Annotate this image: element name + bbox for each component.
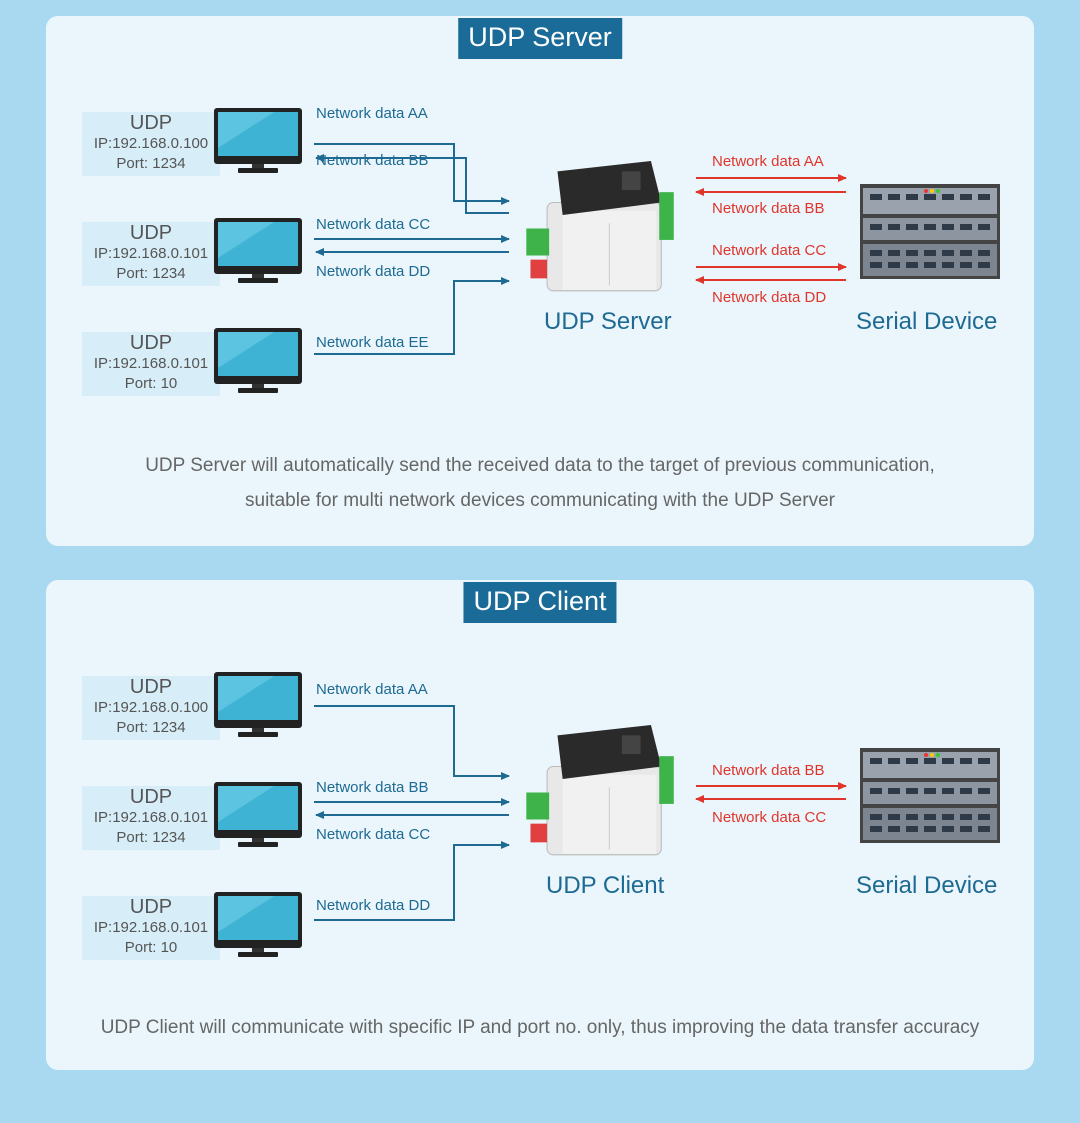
pc-address-label: UDP IP:192.168.0.100 Port: 1234 [82, 112, 220, 176]
pc-ip: IP:192.168.0.101 [93, 809, 209, 826]
description-line: suitable for multi network devices commu… [245, 490, 835, 511]
serial-data-label: Network data BB [712, 762, 825, 779]
network-data-label: Network data DD [316, 263, 431, 280]
server-rack-icon [860, 748, 1000, 843]
pc-port: Port: 1234 [116, 265, 186, 282]
description: UDP Server will automatically send the r… [46, 448, 1034, 518]
converter-device-icon [504, 725, 694, 860]
connection-arrows [314, 143, 847, 355]
network-data-label: Network data AA [316, 681, 428, 698]
serial-data-label: Network data AA [712, 153, 824, 170]
pc-protocol: UDP [129, 222, 173, 244]
monitor-icon [214, 782, 302, 848]
panel-title: UDP Client [463, 582, 617, 623]
server-rack-icon [860, 184, 1000, 279]
device-caption: UDP Server [544, 308, 672, 335]
serial-device-caption: Serial Device [856, 872, 998, 899]
serial-data-label: Network data BB [712, 200, 825, 217]
monitor-icon [214, 218, 302, 284]
pc-port: Port: 1234 [116, 829, 186, 846]
serial-data-label: Network data CC [712, 242, 827, 259]
pc-protocol: UDP [129, 786, 173, 808]
pc-port: Port: 10 [124, 939, 178, 956]
pc-ip: IP:192.168.0.100 [93, 135, 209, 152]
pc-address-label: UDP IP:192.168.0.101 Port: 1234 [82, 222, 220, 286]
monitor-icon [214, 672, 302, 738]
description: UDP Client will communicate with specifi… [46, 1010, 1034, 1045]
pc-node: UDP IP:192.168.0.101 Port: 1234 [82, 782, 327, 857]
network-data-label: Network data BB [316, 152, 429, 169]
udp-server-panel: UDP Server UDP IP:192.168.0.100 Port: 12… [46, 16, 1034, 546]
monitor-icon [214, 108, 302, 174]
network-data-label: Network data CC [316, 826, 431, 843]
pc-port: Port: 1234 [116, 155, 186, 172]
serial-data-label: Network data DD [712, 289, 827, 306]
pc-protocol: UDP [129, 676, 173, 698]
pc-node: UDP IP:192.168.0.100 Port: 1234 [82, 108, 327, 183]
pc-port: Port: 1234 [116, 719, 186, 736]
connection-arrows [314, 705, 847, 921]
serial-device-caption: Serial Device [856, 308, 998, 335]
pc-port: Port: 10 [124, 375, 178, 392]
pc-protocol: UDP [129, 896, 173, 918]
network-data-label: Network data DD [316, 897, 431, 914]
monitor-icon [214, 328, 302, 394]
serial-data-label: Network data CC [712, 809, 827, 826]
network-data-label: Network data BB [316, 779, 429, 796]
network-data-label: Network data AA [316, 105, 428, 122]
pc-protocol: UDP [129, 112, 173, 134]
device-caption: UDP Client [546, 872, 665, 899]
description-line: UDP Server will automatically send the r… [145, 455, 935, 476]
pc-address-label: UDP IP:192.168.0.101 Port: 10 [82, 332, 220, 396]
pc-node: UDP IP:192.168.0.100 Port: 1234 [82, 672, 327, 747]
udp-client-panel: UDP Client UDP IP:192.168.0.100 Port: 12… [46, 580, 1034, 1070]
pc-ip: IP:192.168.0.101 [93, 245, 209, 262]
pc-ip: IP:192.168.0.101 [93, 355, 209, 372]
panel-title: UDP Server [458, 18, 622, 59]
pc-protocol: UDP [129, 332, 173, 354]
description-line: UDP Client will communicate with specifi… [100, 1017, 980, 1038]
pc-ip: IP:192.168.0.101 [93, 919, 209, 936]
pc-ip: IP:192.168.0.100 [93, 699, 209, 716]
network-data-label: Network data CC [316, 216, 431, 233]
pc-node: UDP IP:192.168.0.101 Port: 10 [82, 892, 327, 967]
pc-address-label: UDP IP:192.168.0.101 Port: 1234 [82, 786, 220, 850]
pc-address-label: UDP IP:192.168.0.100 Port: 1234 [82, 676, 220, 740]
pc-node: UDP IP:192.168.0.101 Port: 10 [82, 328, 327, 403]
converter-device-icon [504, 161, 694, 296]
monitor-icon [214, 892, 302, 958]
pc-node: UDP IP:192.168.0.101 Port: 1234 [82, 218, 327, 293]
network-data-label: Network data EE [316, 334, 429, 351]
pc-address-label: UDP IP:192.168.0.101 Port: 10 [82, 896, 220, 960]
